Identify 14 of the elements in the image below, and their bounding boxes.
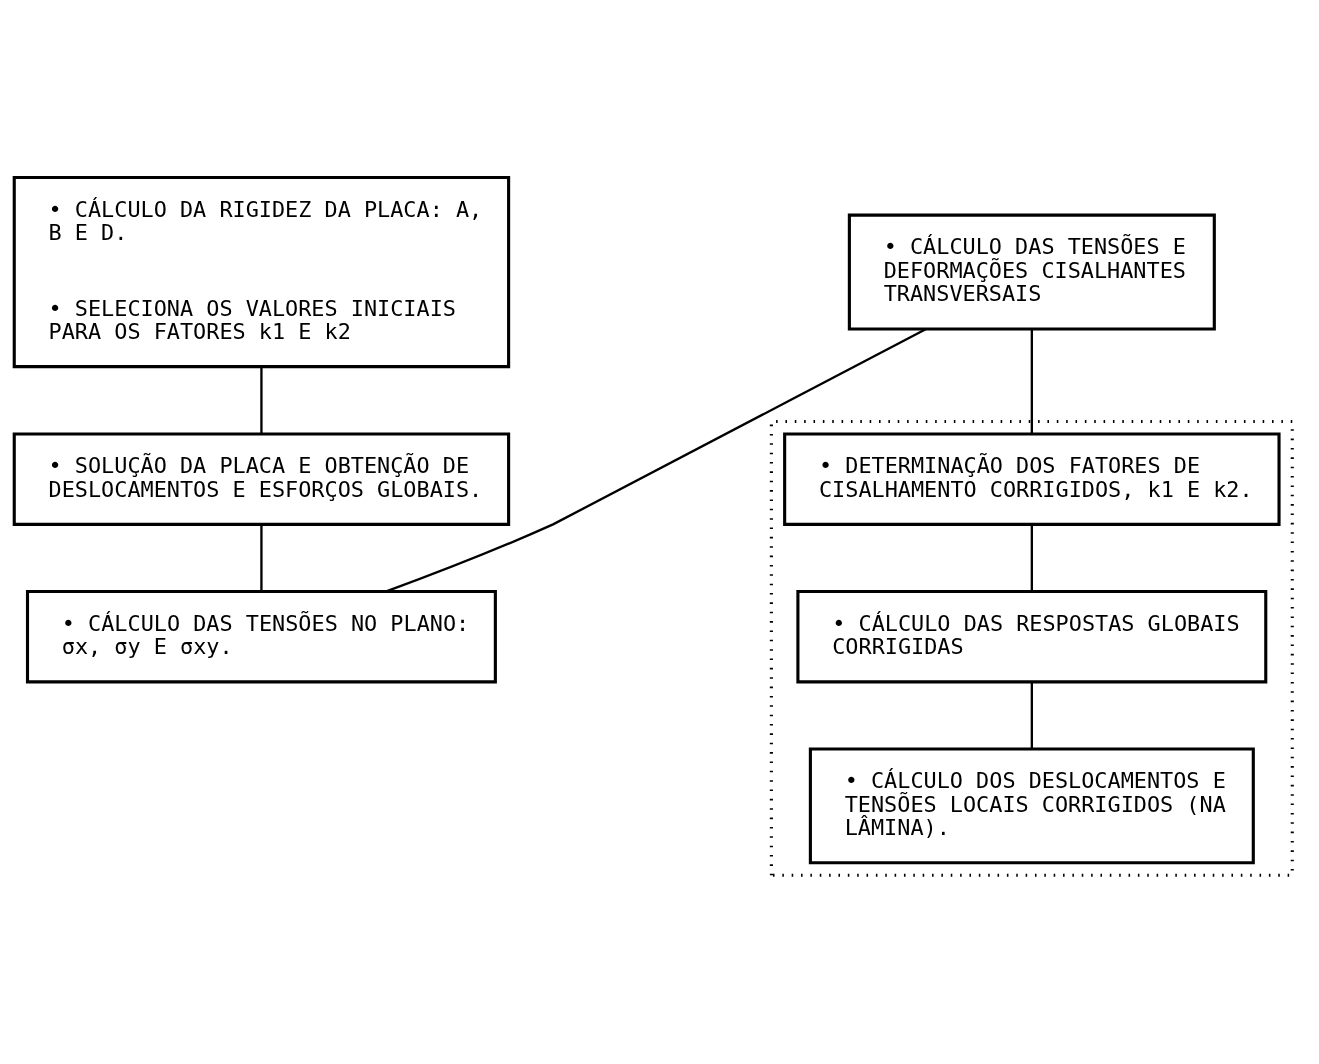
connector (1030, 524, 1033, 591)
connector (1030, 681, 1033, 749)
node-box: • DETERMINAÇÃO DOS FATORES DE CISALHAMENTO CORRIGIDOS, k1 E k2. (783, 431, 1281, 526)
connector (260, 524, 263, 591)
node-box: • SOLUÇÃO DA PLACA E OBTENÇÃO DE DESLOCAMENTOS E ESFORÇOS GLOBAIS. (12, 431, 511, 526)
node-box: • CÁLCULO DAS TENSÕES NO PLANO: σx, σy E σxy. (25, 589, 497, 683)
connector (386, 327, 927, 592)
node-box: • CÁLCULO DOS DESLOCAMENTOS E TENSÕES LOCAIS CORRIGIDOS (NA LÂMINA). (808, 746, 1255, 864)
node-box: • CÁLCULO DA RIGIDEZ DA PLACA: A, B E D. • SELECIONA OS VALORES INICIAIS PARA OS FATORES k1 E k2 (12, 175, 511, 368)
node-box: • CÁLCULO DAS RESPOSTAS GLOBAIS CORRIGIDAS (796, 589, 1268, 683)
connector (1030, 328, 1033, 434)
connector (260, 366, 263, 434)
cluster (769, 419, 1294, 877)
node-box: • CÁLCULO DAS TENSÕES E DEFORMAÇÕES CISALHANTES TRANSVERSAIS (847, 213, 1216, 331)
